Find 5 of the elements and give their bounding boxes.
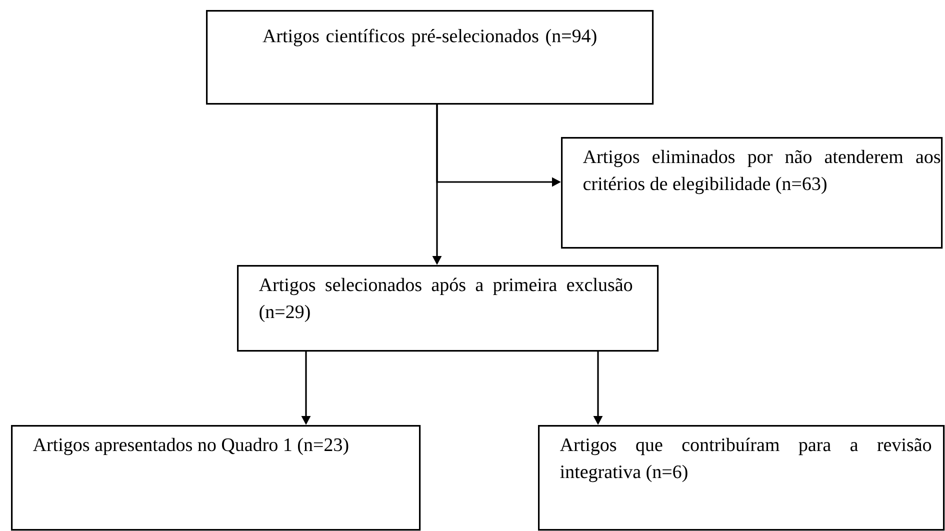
process-box: Artigos eliminados por não atenderem aos critérios de elegibilidade (n=63) [561,137,943,249]
process-box: Artigos apresentados no Quadro 1 (n=23) [11,425,421,531]
process-box: Artigos que contribuíram para a revisão integrativa (n=6) [538,425,945,531]
process-box: Artigos científicos pré-selecionados (n=94) [206,10,654,105]
process-box: Artigos selecionados após a primeira exclusão (n=29) [237,265,659,352]
